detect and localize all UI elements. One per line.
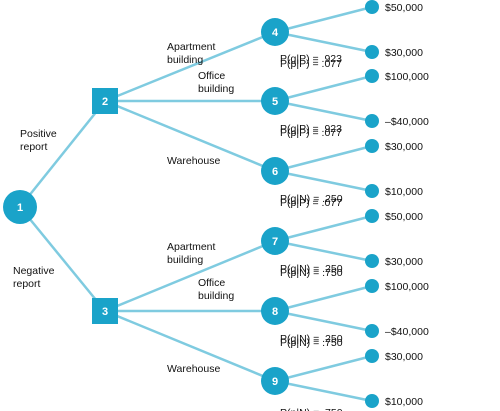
chance-node-label: 5 [272, 96, 278, 108]
alternative-label-line1: Warehouse [167, 363, 220, 375]
alternative-label-line2: building [198, 290, 234, 302]
payoff-value-good: $30,000 [385, 351, 423, 363]
outcome-line-poor-4 [274, 30, 373, 54]
outcome-line-good-8 [274, 284, 373, 313]
payoff-node-poor [365, 394, 379, 408]
payoff-node-poor [365, 45, 379, 59]
branch-label-line1: Positive [20, 128, 57, 140]
outcome-line-poor-7 [274, 239, 373, 263]
payoff-node-good [365, 139, 379, 153]
alternative-label-line1: Apartment [167, 241, 216, 253]
outcome-line-poor-6 [274, 169, 373, 193]
outcome-line-good-5 [274, 74, 373, 103]
alternative-label-line2: building [167, 54, 203, 66]
payoff-node-poor [365, 114, 379, 128]
branch-label-line2: report [20, 141, 48, 153]
probability-poor: P(p|P) = .077 [280, 127, 342, 139]
chance-node-6 [261, 157, 289, 185]
chance-node-label: 7 [272, 236, 278, 248]
branch-label-line2: report [13, 278, 41, 290]
alt-line-7 [104, 239, 276, 313]
probability-good: P(g|N) = .250 [280, 193, 343, 205]
payoff-node-good [365, 279, 379, 293]
chance-node-label: 8 [272, 306, 278, 318]
payoff-node-poor [365, 184, 379, 198]
decision-node-label: 3 [102, 306, 108, 318]
outcome-line-good-9 [274, 354, 373, 383]
payoff-value-good: $30,000 [385, 141, 423, 153]
branch-line-root-2 [19, 100, 106, 208]
alternative-label-line1: Office [198, 277, 225, 289]
payoff-value-good: $100,000 [385, 281, 429, 293]
probability-poor: P(p|N) = .750 [280, 407, 343, 411]
chance-node-label: 4 [272, 27, 279, 39]
alt-line-9 [104, 309, 276, 383]
connector-lines [19, 5, 373, 403]
probability-poor: P(p|P) = .077 [280, 197, 342, 209]
payoff-value-poor: $10,000 [385, 186, 423, 198]
chance-node-4 [261, 18, 289, 46]
chance-node-7 [261, 227, 289, 255]
probability-poor: P(p|P) = .077 [280, 58, 342, 70]
branch-label-line1: Negative [13, 265, 55, 277]
outcome-line-good-7 [274, 214, 373, 243]
outcome-line-poor-8 [274, 309, 373, 333]
alternative-label-line1: Warehouse [167, 155, 220, 167]
payoff-node-poor [365, 324, 379, 338]
probability-good: P(g|P) = .923 [280, 123, 342, 135]
payoff-value-good: $50,000 [385, 211, 423, 223]
payoff-node-good [365, 69, 379, 83]
outcome-line-good-4 [274, 5, 373, 34]
alt-line-6 [104, 99, 276, 173]
outcome-line-poor-5 [274, 99, 373, 123]
decision-node-3 [92, 298, 118, 324]
chance-node-5 [261, 87, 289, 115]
payoff-value-poor: $30,000 [385, 256, 423, 268]
payoff-value-poor: $30,000 [385, 47, 423, 59]
decision-node-label: 2 [102, 96, 108, 108]
branch-line-root-3 [19, 206, 106, 312]
payoff-node-good [365, 0, 379, 14]
probability-good: P(g|P) = .923 [280, 53, 342, 65]
outcome-line-good-6 [274, 144, 373, 173]
payoff-value-poor: –$40,000 [385, 116, 429, 128]
payoff-node-poor [365, 254, 379, 268]
payoff-node-good [365, 349, 379, 363]
chance-node-9 [261, 367, 289, 395]
probability-good: P(g|N) = .250 [280, 263, 343, 275]
probability-poor: P(p|N) = .750 [280, 267, 343, 279]
payoff-value-good: $100,000 [385, 71, 429, 83]
probability-poor: P(p|N) = .750 [280, 337, 343, 349]
root-chance-node [3, 190, 37, 224]
alternative-label-line2: building [167, 254, 203, 266]
alternative-label-line2: building [198, 83, 234, 95]
outcome-line-poor-9 [274, 379, 373, 403]
payoff-node-good [365, 209, 379, 223]
alt-line-4 [104, 30, 276, 103]
payoff-value-poor: $10,000 [385, 396, 423, 408]
chance-node-label: 9 [272, 376, 278, 388]
root-node-label: 1 [17, 202, 23, 214]
chance-node-label: 6 [272, 166, 278, 178]
probability-good: P(g|N) = .250 [280, 333, 343, 345]
decision-node-2 [92, 88, 118, 114]
payoff-value-poor: –$40,000 [385, 326, 429, 338]
alternative-label-line1: Office [198, 70, 225, 82]
chance-node-8 [261, 297, 289, 325]
payoff-value-good: $50,000 [385, 2, 423, 14]
alternative-label-line1: Apartment [167, 41, 216, 53]
